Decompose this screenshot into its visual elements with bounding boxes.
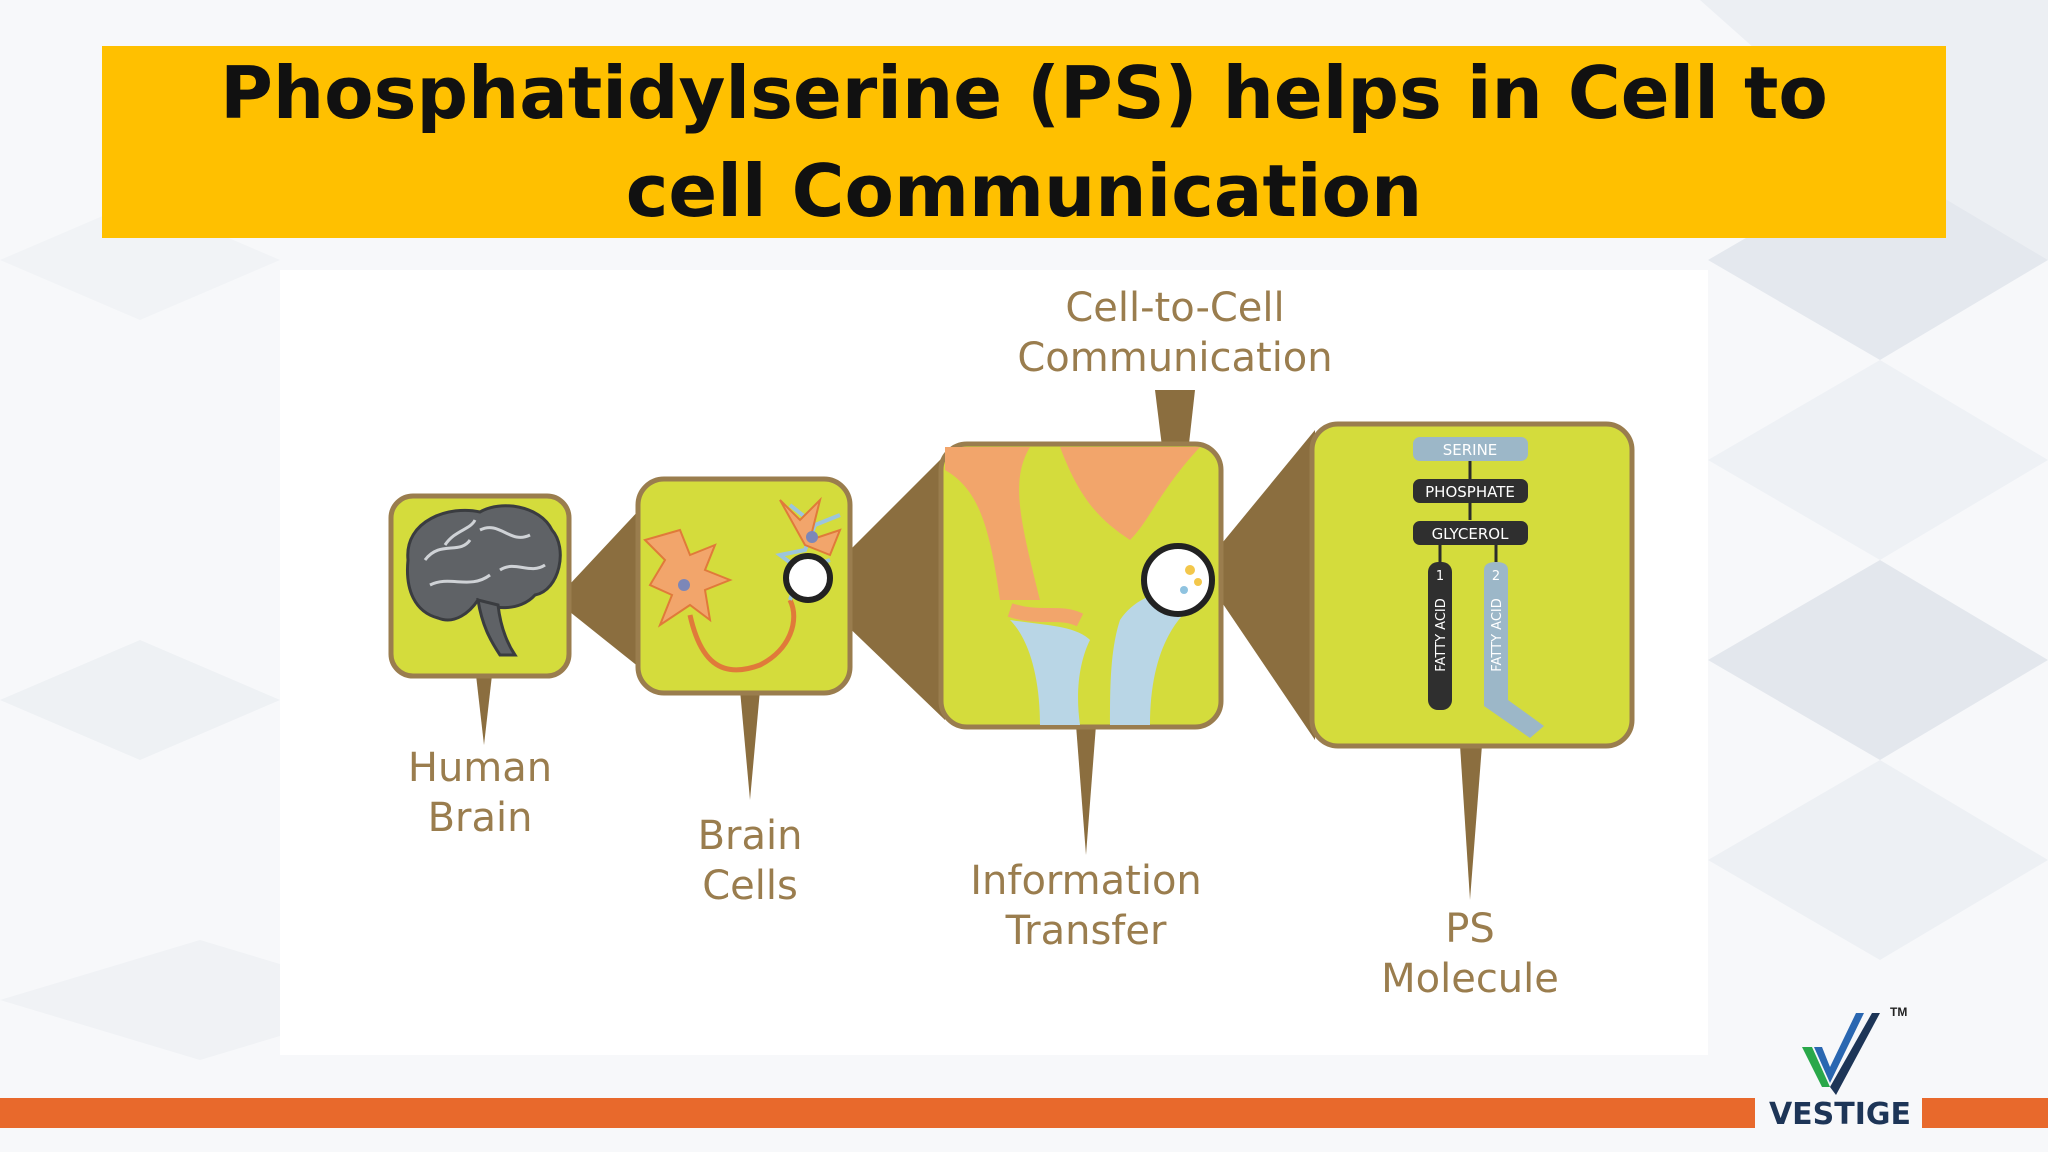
glycerol-block bbox=[1413, 521, 1528, 545]
label-cell-to-cell: Cell-to-Cell Communication bbox=[1017, 285, 1333, 381]
vestige-check-icon bbox=[1802, 1013, 1880, 1095]
zoom-connector-2 bbox=[810, 455, 945, 720]
fatty-acid-1-chain bbox=[1428, 562, 1452, 710]
zoom-connector-3 bbox=[1200, 430, 1315, 740]
fatty-acid-1-label: FATTY ACID bbox=[1434, 598, 1449, 671]
serine-block bbox=[1413, 437, 1528, 461]
brand-name: VESTIGE bbox=[1768, 1097, 1912, 1132]
fatty-acid-1-number: 1 bbox=[1436, 569, 1444, 584]
phosphate-label: PHOSPHATE bbox=[1425, 483, 1515, 501]
synapse-icon bbox=[945, 447, 1215, 725]
pointer-human-brain bbox=[476, 675, 492, 745]
neuron-icon bbox=[643, 496, 842, 673]
label-ps-molecule: PS Molecule bbox=[1381, 906, 1559, 1002]
label-information-transfer: Information Transfer bbox=[970, 858, 1202, 954]
title-banner: Phosphatidylserine (PS) helps in Cell to… bbox=[102, 46, 1946, 238]
glycerol-label: GLYCEROL bbox=[1432, 525, 1510, 543]
pointer-ps-molecule bbox=[1460, 745, 1482, 900]
zoom-connector-1 bbox=[555, 493, 655, 680]
brain-icon bbox=[405, 504, 562, 657]
pointer-information-transfer bbox=[1076, 725, 1096, 855]
accent-bar bbox=[0, 1098, 1755, 1128]
fatty-acid-2-number: 2 bbox=[1492, 569, 1500, 584]
vestige-logo: TM VESTIGE bbox=[1760, 1005, 1920, 1135]
ps-molecule-box bbox=[1309, 421, 1635, 749]
slide-title: Phosphatidylserine (PS) helps in Cell to… bbox=[220, 51, 1828, 233]
trademark-symbol: TM bbox=[1890, 1005, 1908, 1019]
fatty-acid-2-label: FATTY ACID bbox=[1490, 598, 1505, 671]
serine-label: SERINE bbox=[1443, 441, 1498, 459]
label-brain-cells: Brain Cells bbox=[697, 813, 803, 909]
pointer-brain-cells bbox=[740, 690, 760, 800]
label-human-brain: Human Brain bbox=[407, 745, 553, 841]
accent-bar-right bbox=[1922, 1098, 2048, 1128]
fatty-acid-2-chain bbox=[1484, 562, 1544, 738]
ps-molecule-structure bbox=[1413, 437, 1544, 738]
phosphate-block bbox=[1413, 479, 1528, 503]
